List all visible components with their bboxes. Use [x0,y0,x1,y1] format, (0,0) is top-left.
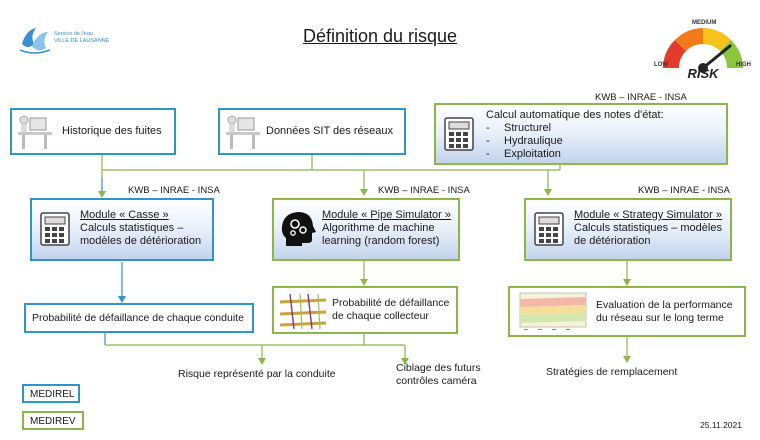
module-casse-desc1: Calculs statistiques – [80,222,184,234]
output-strategy-line1: Evaluation de la performance [596,299,733,311]
casse-kwb-label: KWB – INRAE - INSA [128,185,220,196]
page-title: Définition du risque [302,26,458,46]
result-ciblage-line2: contrôles caméra [396,375,477,387]
result-ciblage: Ciblage des futurs contrôles caméra [396,362,481,388]
module-pipe-text: Module « Pipe Simulator » Algorithme de … [322,209,451,248]
legend-medirev-label: MEDIREV [30,416,76,427]
output-casse: Probabilité de défaillance de chaque con… [24,303,254,333]
output-pipe: Probabilité de défaillance de chaque col… [272,286,458,334]
legend-medirel: MEDIREL [22,384,80,403]
logo-line1: Service de l'eau [54,31,93,37]
calcul-item: Exploitation [486,148,664,161]
calcul-title: Calcul automatique des notes d'état: [486,109,664,121]
source-calcul: Calcul automatique des notes d'état: Str… [434,103,728,165]
legend-medirel-label: MEDIREL [30,389,75,400]
module-pipe-desc2: learning (random forest) [322,235,440,247]
arrow-head [360,279,368,286]
module-casse: Module « Casse » Calculs statistiques – … [30,198,214,261]
legend-medirev: MEDIREV [22,411,84,430]
calcul-content: Calcul automatique des notes d'état: Str… [486,109,664,161]
module-casse-text: Module « Casse » Calculs statistiques – … [80,209,201,248]
slide-date: 25.11.2021 [700,420,742,430]
workstation-icon [18,115,52,149]
calcul-item: Hydraulique [486,135,664,148]
gauge-low-label: LOW [654,62,668,68]
module-casse-name: Module « Casse » [80,209,169,221]
arrow-head [258,358,266,365]
gauge-risk-label: RISK [687,66,719,81]
pipe-kwb-label: KWB – INRAE - INSA [378,185,470,196]
gauge-medium-label: MEDIUM [692,20,717,26]
logo-text: Service de l'eau VILLE DE LAUSANNE [54,31,109,45]
calculator-icon [444,117,474,151]
result-ciblage-line1: Ciblage des futurs [396,362,481,374]
output-strategy: Evaluation de la performance du réseau s… [508,286,746,337]
module-strategy-desc1: Calculs statistiques – modèles [574,222,722,234]
calcul-kwb-label: KWB – INRAE - INSA [595,92,687,103]
calculator-icon [40,212,70,246]
module-pipe-desc1: Algorithme de machine [322,222,435,234]
arrow-head [118,296,126,303]
arrow-head [544,189,552,196]
module-pipe-simulator: Module « Pipe Simulator » Algorithme de … [272,198,460,261]
arrow-head [98,191,106,198]
calcul-item: Structurel [486,122,664,135]
gauge-high-label: HIGH [736,62,751,68]
result-risque: Risque représenté par la conduite [178,368,336,380]
module-strategy-name: Module « Strategy Simulator » [574,209,722,221]
ai-head-icon [281,212,316,246]
output-strategy-line2: du réseau sur le long terme [596,312,724,324]
source-historique-label: Historique des fuites [62,125,162,137]
arrow-head [623,356,631,363]
module-strategy-text: Module « Strategy Simulator » Calculs st… [574,209,722,248]
output-pipe-line1: Probabilité de défaillance [332,297,450,309]
arrow-head [401,358,409,365]
output-casse-label: Probabilité de défaillance de chaque con… [32,312,244,324]
module-strategy-simulator: Module « Strategy Simulator » Calculs st… [524,198,732,261]
strategy-kwb-label: KWB – INRAE - INSA [638,185,730,196]
source-historique: Historique des fuites [10,108,176,155]
arrow-head [623,279,631,286]
workstation-icon [226,115,260,149]
module-pipe-name: Module « Pipe Simulator » [322,209,452,221]
output-pipe-text: Probabilité de défaillance de chaque col… [332,297,449,323]
calculator-icon [534,212,564,246]
arrow-head [360,189,368,196]
performance-chart-icon [519,292,587,330]
source-sit-label: Données SIT des réseaux [266,125,393,137]
gauge-icon [663,28,743,73]
lausanne-water-logo [18,26,108,56]
result-strategies: Stratégies de remplacement [546,366,678,378]
output-strategy-text: Evaluation de la performance du réseau s… [596,299,733,325]
pipe-network-icon [279,293,327,330]
risk-gauge: LOW MEDIUM HIGH RISK [648,18,758,92]
source-sit: Données SIT des réseaux [218,108,406,155]
output-pipe-line2: de chaque collecteur [332,310,429,322]
module-strategy-desc2: de détérioration [574,235,651,247]
module-casse-desc2: modèles de détérioration [80,235,202,247]
logo-line2: VILLE DE LAUSANNE [54,38,110,44]
